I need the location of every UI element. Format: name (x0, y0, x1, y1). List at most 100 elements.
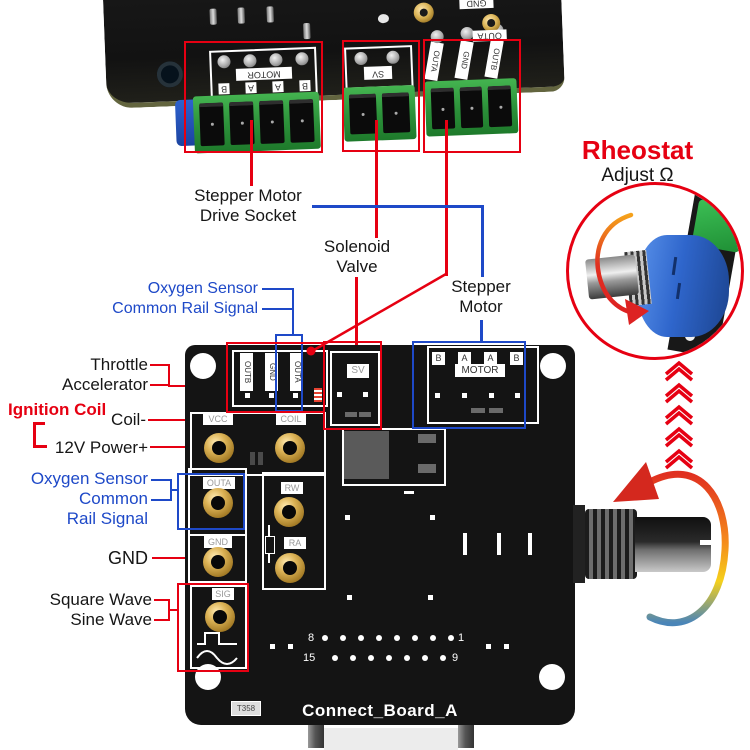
outa-label: OUTA (203, 477, 235, 489)
vcc-jack[interactable] (204, 433, 234, 463)
solder-pin-icon (237, 7, 246, 24)
label-line: Valve (336, 257, 378, 276)
led-dot (394, 635, 400, 641)
callout-line (170, 489, 179, 491)
resistor-icon (265, 536, 275, 554)
surface-strip (324, 728, 458, 750)
callout-line (152, 557, 206, 559)
motor-pin (489, 393, 494, 398)
callout-line (375, 120, 378, 238)
silk-square (504, 644, 509, 649)
led-dot (340, 635, 346, 641)
label-gnd: GND (108, 548, 148, 568)
callout-rect-throttle (226, 342, 325, 413)
silk-square (288, 644, 293, 649)
silk-dash (528, 533, 532, 555)
board-hole (190, 353, 216, 379)
led-dot (422, 655, 428, 661)
board-title: Connect_Board_A (302, 701, 458, 720)
led-dot (368, 655, 374, 661)
header-pin (245, 393, 250, 398)
sv-block-box (330, 351, 380, 426)
label-line: Oxygen Sensor (30, 469, 148, 488)
callout-line (151, 499, 172, 501)
shaft-flat-gap (700, 540, 712, 545)
outa-jack[interactable] (203, 488, 233, 518)
callout-line (33, 422, 36, 448)
label-line: Common (79, 489, 148, 508)
solder-pad (359, 412, 371, 417)
led-dot (376, 635, 382, 641)
led-dot (358, 635, 364, 641)
gnd-jack[interactable] (203, 547, 233, 577)
label-line: Rail Signal (66, 509, 148, 528)
out-header-label: OUTB (240, 353, 253, 391)
callout-rect-sig-jack (177, 583, 249, 672)
callout-line (262, 308, 294, 310)
callout-line (33, 445, 47, 448)
solder-pin-icon (209, 8, 218, 25)
motor-pin-label: B (510, 352, 523, 365)
led-dot (404, 655, 410, 661)
label-line: Throttle (90, 355, 148, 374)
motor-pin (515, 393, 520, 398)
led-row-left-num: 15 (303, 652, 316, 664)
relay-component (344, 431, 389, 479)
board-pin (428, 595, 433, 600)
ra-jack[interactable] (275, 553, 305, 583)
component (418, 434, 436, 443)
led-dot (430, 635, 436, 641)
motor-pin-label: A (484, 352, 497, 365)
shaft-collar (573, 505, 585, 583)
label-line: Motor (459, 297, 503, 316)
rw-jack[interactable] (274, 497, 304, 527)
label-line: Common Rail Signal (112, 300, 258, 317)
board-leg (308, 722, 324, 748)
coil-jack[interactable] (275, 433, 305, 463)
potentiometer-body (637, 235, 729, 337)
callout-line (480, 320, 483, 343)
label-square-sine: Square Wave Sine Wave (30, 590, 152, 630)
sv-pin (337, 392, 342, 397)
led-row (322, 635, 454, 641)
label-solenoid-valve: Solenoid Valve (307, 237, 407, 277)
solder-pin-icon (303, 22, 311, 40)
solder-pad (345, 412, 357, 417)
connect-board: OUTB GND OUTA SV B A A B MOTOR VCC COIL (185, 345, 575, 725)
label-line: Accelerator (62, 375, 148, 394)
label-stepper-motor: Stepper Motor (431, 277, 531, 317)
square-sine-wave-icon (196, 632, 238, 665)
rw-ra-box (262, 472, 326, 590)
callout-line (312, 205, 483, 208)
callout-rect-motor-socket (184, 41, 323, 153)
rotate-arrow-icon (595, 212, 649, 325)
motor-block-label: MOTOR (455, 364, 505, 377)
vcc-coil-box (190, 412, 326, 476)
label-line: Stepper Motor (194, 186, 302, 205)
motor-pin-label: B (432, 352, 445, 365)
callout-line (262, 288, 294, 290)
rotation-arrow-head (613, 462, 659, 502)
silk-dash (463, 533, 467, 555)
photo-pad-label: GND (459, 0, 494, 10)
coil-label: COIL (276, 413, 306, 425)
solder-pin-icon (266, 6, 275, 23)
label-line: Square Wave (49, 590, 152, 609)
label-drive-socket: Stepper Motor Drive Socket (158, 186, 338, 226)
out-header-box (232, 350, 328, 407)
led-dot (386, 655, 392, 661)
label-line: Oxygen Sensor (147, 280, 258, 297)
board-hole (540, 353, 566, 379)
label-12v-power: 12V Power+ (54, 438, 148, 457)
ra-label: RA (284, 537, 306, 549)
vcc-label: VCC (203, 413, 233, 425)
component (250, 452, 255, 465)
board-pin (345, 515, 350, 520)
label-line: Drive Socket (199, 206, 297, 225)
motor-pin (435, 393, 440, 398)
sig-jack[interactable] (205, 602, 235, 632)
label-oxygen-left: Oxygen Sensor Common Rail Signal (20, 469, 148, 529)
silk-dash (497, 533, 501, 555)
callout-line (445, 120, 448, 276)
